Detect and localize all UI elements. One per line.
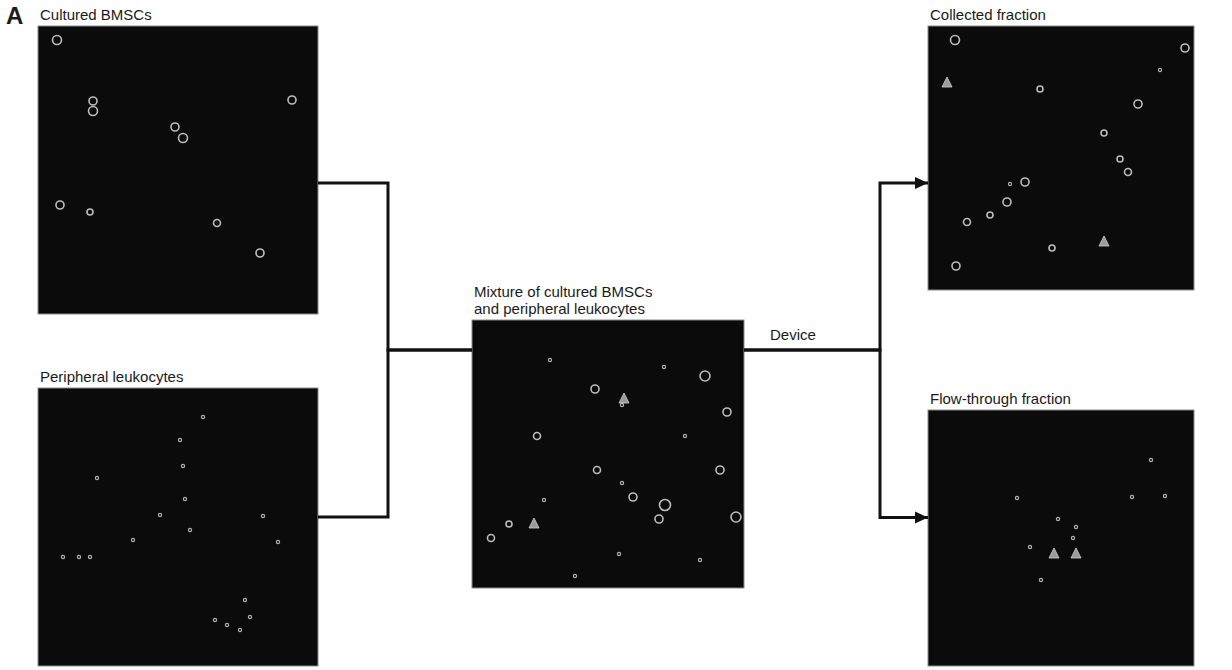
flow-connector <box>744 350 928 518</box>
flow-connector <box>318 350 472 517</box>
image-panel: Mixture of cultured BMSCs and peripheral… <box>472 320 744 588</box>
panel-title: Cultured BMSCs <box>40 6 300 23</box>
panel-title: Mixture of cultured BMSCs and peripheral… <box>474 283 669 317</box>
image-panel: Collected fraction <box>928 26 1194 290</box>
panel-title: Collected fraction <box>930 6 1180 23</box>
image-panel: Flow-through fraction <box>928 410 1194 666</box>
leukocyte-cells <box>61 68 1166 631</box>
panel-background <box>928 26 1194 290</box>
marked-cells <box>529 77 1109 558</box>
image-panel: Cultured BMSCs <box>38 26 318 314</box>
image-panel: Peripheral leukocytes <box>38 388 318 666</box>
panel-background <box>928 410 1194 666</box>
panel-title: Flow-through fraction <box>930 390 1180 407</box>
panel-background <box>472 320 744 588</box>
flow-connector <box>318 183 472 350</box>
flow-connector <box>744 183 928 350</box>
bmsc-cells <box>53 36 1190 542</box>
process-label: Device <box>768 326 818 343</box>
panel-background <box>38 388 318 666</box>
panel-letter: A <box>4 2 25 30</box>
panel-background <box>38 26 318 314</box>
panel-title: Peripheral leukocytes <box>40 368 300 385</box>
